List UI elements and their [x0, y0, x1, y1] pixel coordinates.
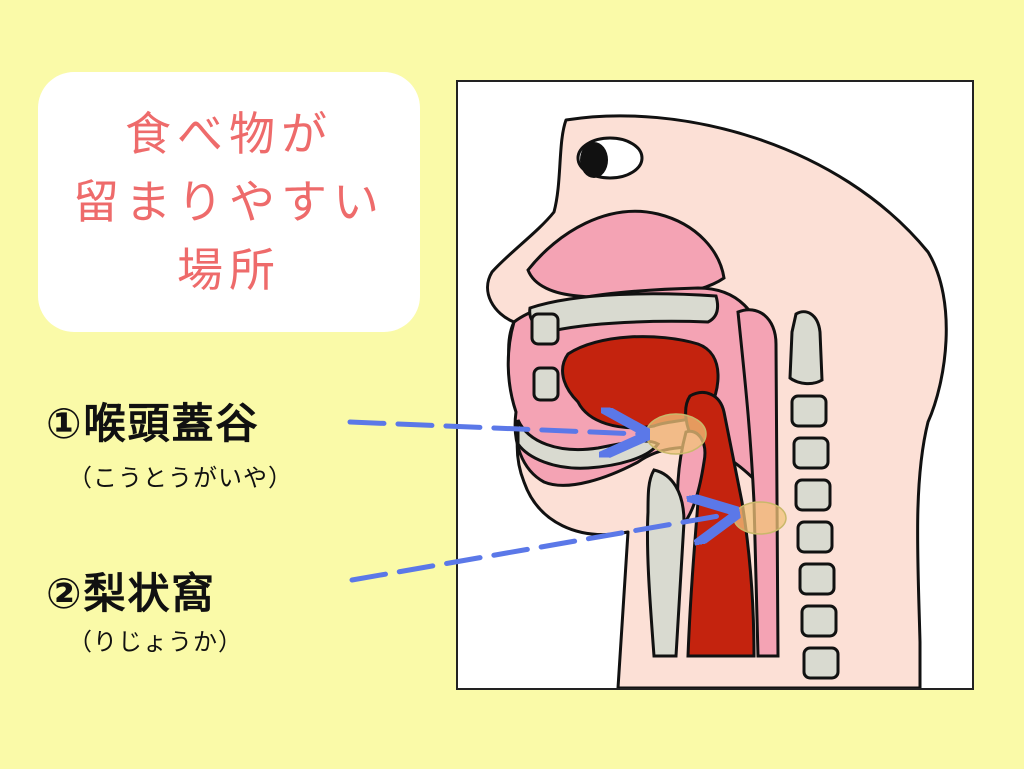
reading-pyriform-sinus: （りじょうか） [68, 628, 243, 656]
title-line-2: 留まりやすい [73, 175, 385, 229]
pupil [580, 142, 608, 178]
larynx-cartilage [645, 468, 686, 658]
highlight-vallecula [645, 413, 707, 455]
lower-teeth [532, 366, 560, 402]
head-neck-cross-section [486, 114, 948, 688]
reading-vallecula: （こうとうがいや） [68, 464, 293, 492]
highlight-pyriform-sinus [733, 501, 787, 535]
nasal-cavity [526, 209, 726, 300]
title-box: 食べ物が 留まりやすい 場所 [38, 72, 420, 332]
title-line-3: 場所 [177, 243, 281, 297]
label-vallecula: ①喉頭蓋谷 [46, 399, 260, 448]
label-pyriform-sinus: ②梨状窩 [46, 569, 216, 618]
cervical-spine [788, 310, 840, 680]
anatomy-figure-frame [456, 80, 974, 690]
upper-teeth [530, 312, 560, 346]
title-line-1: 食べ物が [125, 107, 333, 161]
